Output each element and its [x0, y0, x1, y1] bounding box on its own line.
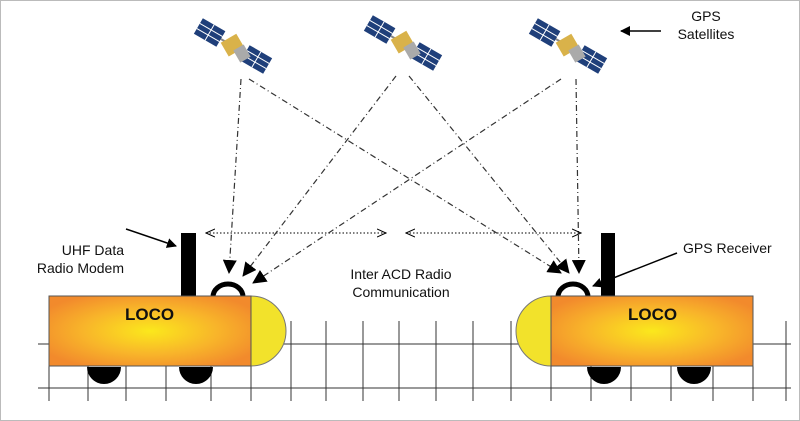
satellite-icon	[192, 17, 274, 75]
locomotive-left	[48, 233, 287, 384]
modem-callout-arrow	[125, 228, 177, 248]
receiver-callout-arrow	[592, 252, 678, 288]
locomotive-right	[515, 233, 754, 384]
label-line: UHF Data	[61, 242, 124, 258]
label-line: GPS	[691, 8, 721, 24]
loco-label-left: LOCO	[125, 305, 175, 324]
radio-modem-antenna	[181, 233, 196, 297]
gps-receiver-icon	[210, 281, 246, 298]
gps-receiver-label: GPS Receiver	[683, 240, 772, 256]
label-line: Communication	[352, 284, 450, 300]
label-line: Inter ACD Radio	[350, 266, 452, 282]
satellite-icon	[362, 14, 444, 72]
gps-signal-lines	[222, 75, 586, 284]
satellite-icon	[527, 17, 609, 75]
uhf-modem-label: UHF Data Radio Modem	[19, 241, 124, 277]
label-line: Satellites	[677, 26, 735, 42]
gps-satellites-label: GPS Satellites	[678, 7, 735, 43]
inter-acd-label: Inter ACD Radio Communication	[331, 265, 471, 301]
label-line: Radio Modem	[36, 260, 124, 276]
gps-receiver-icon	[555, 281, 591, 298]
loco-label-right: LOCO	[628, 305, 678, 324]
radio-modem-antenna	[601, 233, 615, 297]
